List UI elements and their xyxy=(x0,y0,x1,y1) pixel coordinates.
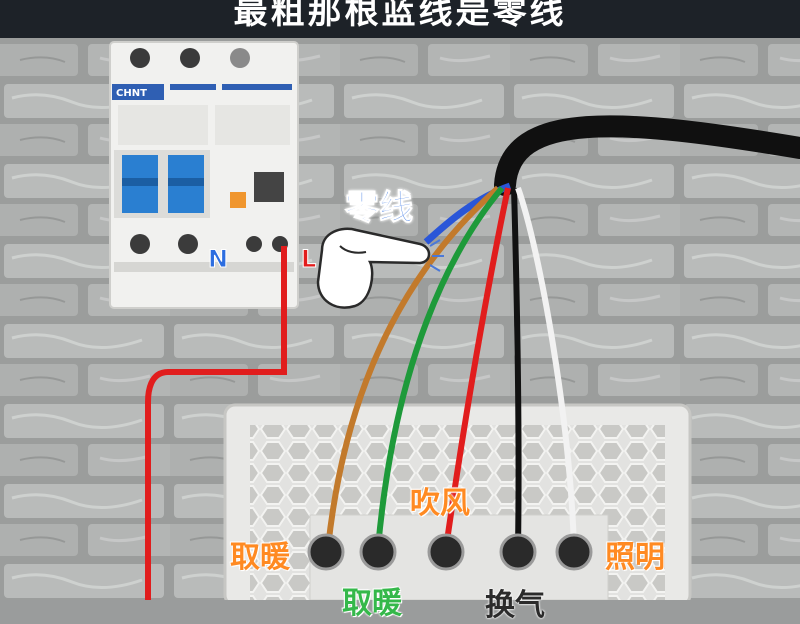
label-heat-2: 取暖 xyxy=(342,586,402,621)
neutral-wire-callout: 零线 xyxy=(345,188,414,229)
white-wire xyxy=(515,186,577,549)
photo-scene: CHNT xyxy=(0,0,800,607)
label-lighting: 照明 xyxy=(605,540,665,575)
green-wire xyxy=(375,186,505,549)
circuit-breaker xyxy=(109,41,299,309)
neutral-terminal-mark: N xyxy=(207,245,229,274)
caption-bar: 最粗那根蓝线是零线 xyxy=(0,0,800,38)
main-black-cable xyxy=(494,115,800,196)
switch-terminals xyxy=(307,533,593,571)
pointing-hand-icon xyxy=(316,227,444,309)
label-heat-1: 取暖 xyxy=(230,540,290,575)
breaker-brand: CHNT xyxy=(116,88,147,99)
label-ventilation: 换气 xyxy=(485,588,545,623)
label-fan: 吹风 xyxy=(410,486,470,521)
brown-wire xyxy=(325,185,501,549)
red-wire-switch xyxy=(443,187,511,549)
caption-text: 最粗那根蓝线是零线 xyxy=(233,0,567,32)
live-terminal-mark: L xyxy=(300,245,317,274)
black-wire xyxy=(511,187,522,549)
red-wire-live xyxy=(145,246,287,600)
